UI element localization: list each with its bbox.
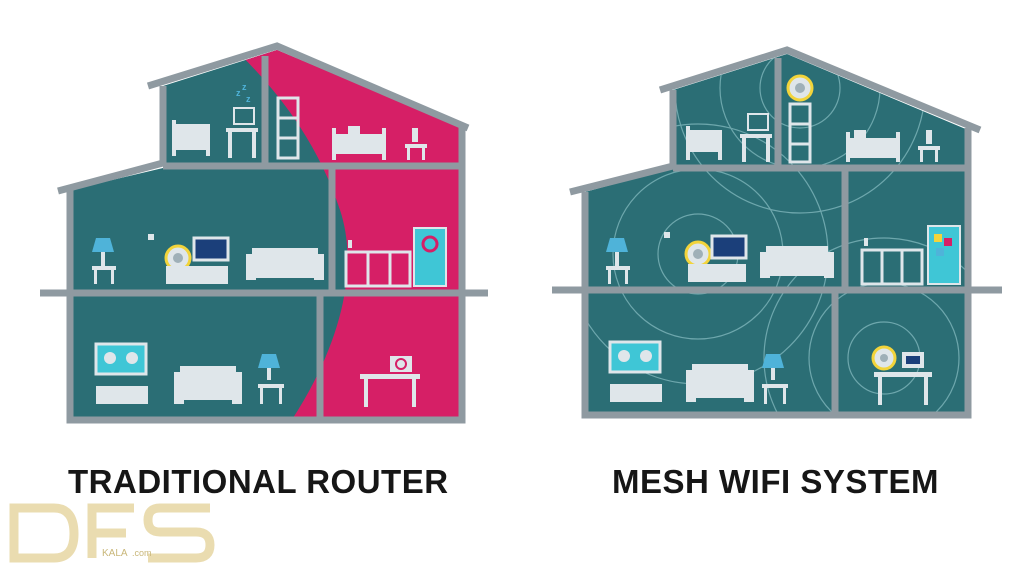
svg-text:z: z (246, 94, 251, 104)
tv-icon (166, 236, 230, 284)
desk-icon (740, 113, 772, 162)
fridge-icon (413, 227, 447, 287)
bookshelf-icon (788, 102, 812, 164)
lamp-icon (606, 238, 630, 284)
bed-icon (846, 130, 900, 162)
watermark-suffix: .com (132, 548, 152, 558)
traditional-router-house: zzz (40, 42, 488, 424)
bookshelf-icon (276, 96, 300, 160)
sofa-icon (246, 248, 324, 280)
sofa-icon (686, 364, 754, 402)
nightstand-icon (405, 128, 427, 160)
mesh-wifi-house (552, 46, 1002, 419)
router-icon (164, 244, 192, 272)
mesh-node-icon (871, 345, 897, 371)
tv-stand-icon (608, 340, 662, 402)
laptop-desk-icon (360, 356, 420, 407)
kitchen-counter-icon (860, 238, 924, 286)
svg-text:z: z (242, 82, 247, 92)
lamp-icon (92, 238, 116, 284)
traditional-router-caption: TRADITIONAL ROUTER (68, 463, 449, 500)
dead-zone-area (225, 50, 462, 420)
watermark-sub: KALA (102, 548, 128, 559)
bed-icon (172, 120, 210, 156)
svg-text:z: z (236, 88, 241, 98)
nightstand-icon (918, 130, 940, 162)
sofa-icon (760, 246, 834, 278)
tv-stand-icon (94, 342, 148, 404)
lamp-icon (258, 354, 284, 404)
desk-icon (226, 107, 258, 158)
fridge-icon (927, 225, 961, 285)
mesh-wifi-caption: MESH WIFI SYSTEM (612, 463, 940, 500)
sleep-zzz-icon: zzz (236, 82, 251, 104)
mesh-node-icon (786, 74, 814, 102)
lamp-icon (762, 354, 788, 404)
laptop-desk-icon (874, 352, 932, 405)
tv-icon (688, 234, 748, 282)
dfs-kala-watermark-logo: KALA .com (9, 503, 215, 563)
mesh-node-icon (684, 240, 712, 268)
sofa-icon (174, 366, 242, 404)
bed-icon (332, 126, 386, 160)
kitchen-counter-icon (344, 240, 412, 288)
bed-icon (686, 126, 722, 160)
